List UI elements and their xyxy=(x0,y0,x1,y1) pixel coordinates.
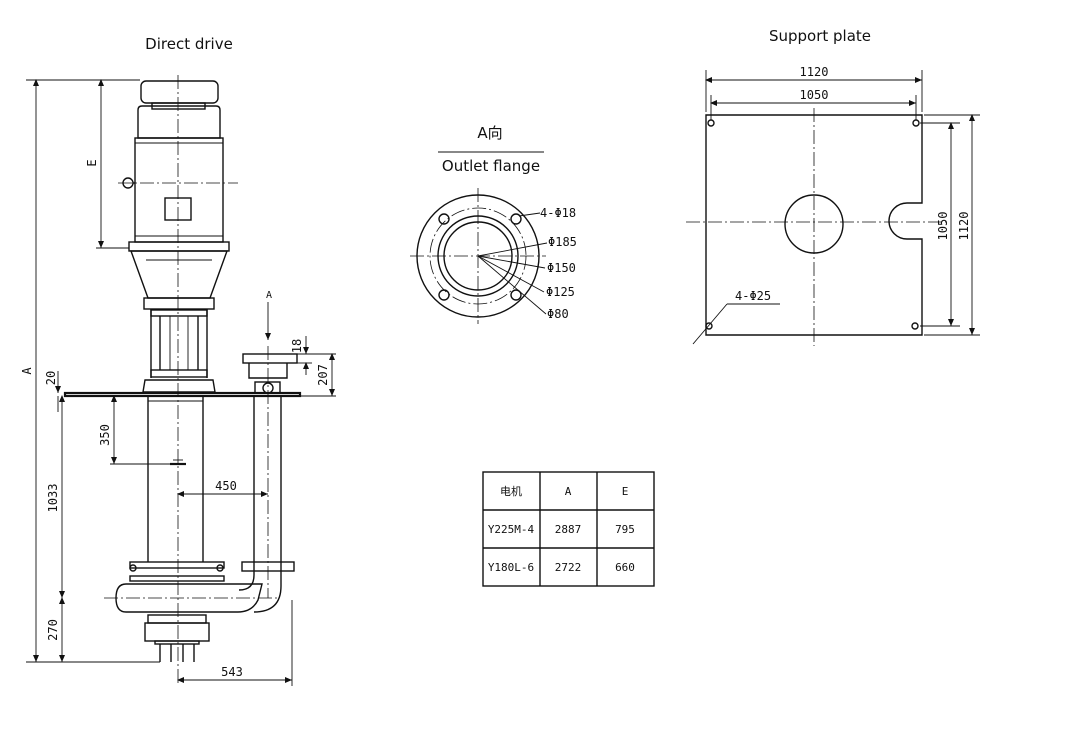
dim-350: 350 xyxy=(98,424,112,446)
table-row-1-A: 2887 xyxy=(555,523,582,536)
flange-d150: Φ150 xyxy=(547,261,576,275)
table-row-2-model: Y180L-6 xyxy=(488,561,534,574)
dim-270: 270 xyxy=(46,619,60,641)
dim-207: 207 xyxy=(316,364,330,386)
pump-drawing xyxy=(26,75,336,686)
dim-18: 18 xyxy=(290,339,304,353)
title-direct-drive: Direct drive xyxy=(145,35,233,53)
flange-d80: Φ80 xyxy=(547,307,569,321)
plate-height-1050: 1050 xyxy=(936,212,950,241)
title-outlet-flange: Outlet flange xyxy=(442,157,540,175)
table-row-2-A: 2722 xyxy=(555,561,582,574)
dim-450: 450 xyxy=(215,479,237,493)
table-row-2-E: 660 xyxy=(615,561,635,574)
view-arrow-A: A xyxy=(266,290,272,301)
plate-width-1120: 1120 xyxy=(800,65,829,79)
table-header-E: E xyxy=(622,485,629,498)
table-header-A: A xyxy=(565,485,572,498)
outlet-flange-drawing xyxy=(410,188,548,324)
table-row-1-model: Y225M-4 xyxy=(488,523,535,536)
dim-A: A xyxy=(20,367,34,375)
plate-height-1120: 1120 xyxy=(957,212,971,241)
dim-E: E xyxy=(85,159,99,166)
plate-holes: 4-Φ25 xyxy=(735,289,771,303)
flange-holes: 4-Φ18 xyxy=(540,206,576,220)
dim-543: 543 xyxy=(221,665,243,679)
title-support-plate: Support plate xyxy=(769,27,871,45)
title-view-a: A向 xyxy=(477,124,502,142)
flange-d185: Φ185 xyxy=(548,235,577,249)
support-plate-drawing xyxy=(686,70,980,346)
table-row-1-E: 795 xyxy=(615,523,635,536)
motor-table: 电机 A E Y225M-4 2887 795 Y180L-6 2722 660 xyxy=(482,471,655,587)
flange-d125: Φ125 xyxy=(546,285,575,299)
dim-20: 20 xyxy=(44,371,58,385)
table-header-motor: 电机 xyxy=(500,484,522,498)
plate-width-1050: 1050 xyxy=(800,88,829,102)
dim-1033: 1033 xyxy=(46,484,60,513)
